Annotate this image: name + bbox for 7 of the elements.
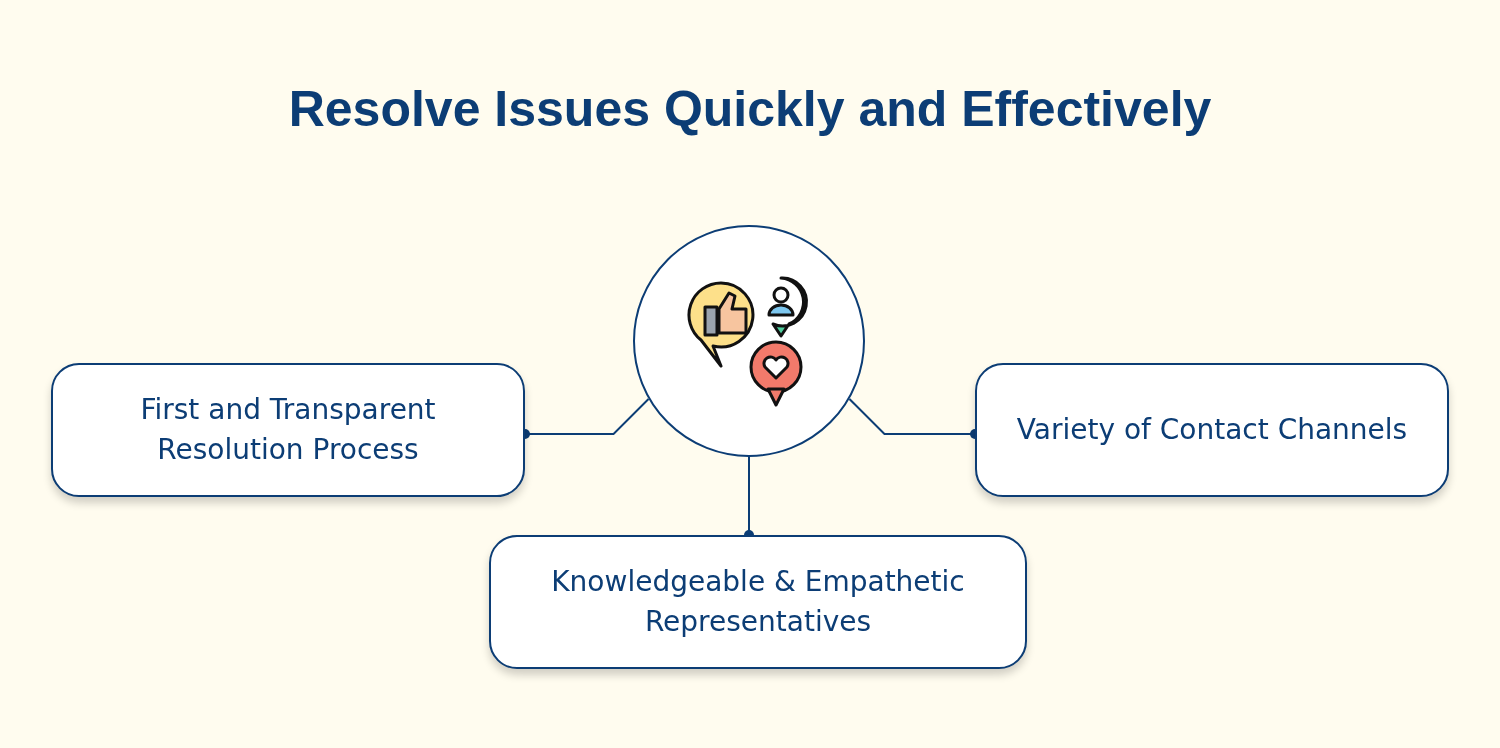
title: Resolve Issues Quickly and Effectively [287, 80, 1213, 138]
rounded-box [51, 363, 525, 497]
node-label: Knowledgeable & Empathetic Representatives [550, 564, 966, 640]
node-label: First and Transparent Resolution Process [139, 392, 437, 468]
node-label: Variety of Contact Channels [1016, 412, 1408, 448]
rounded-box [975, 363, 1449, 497]
rounded-box [489, 535, 1027, 669]
